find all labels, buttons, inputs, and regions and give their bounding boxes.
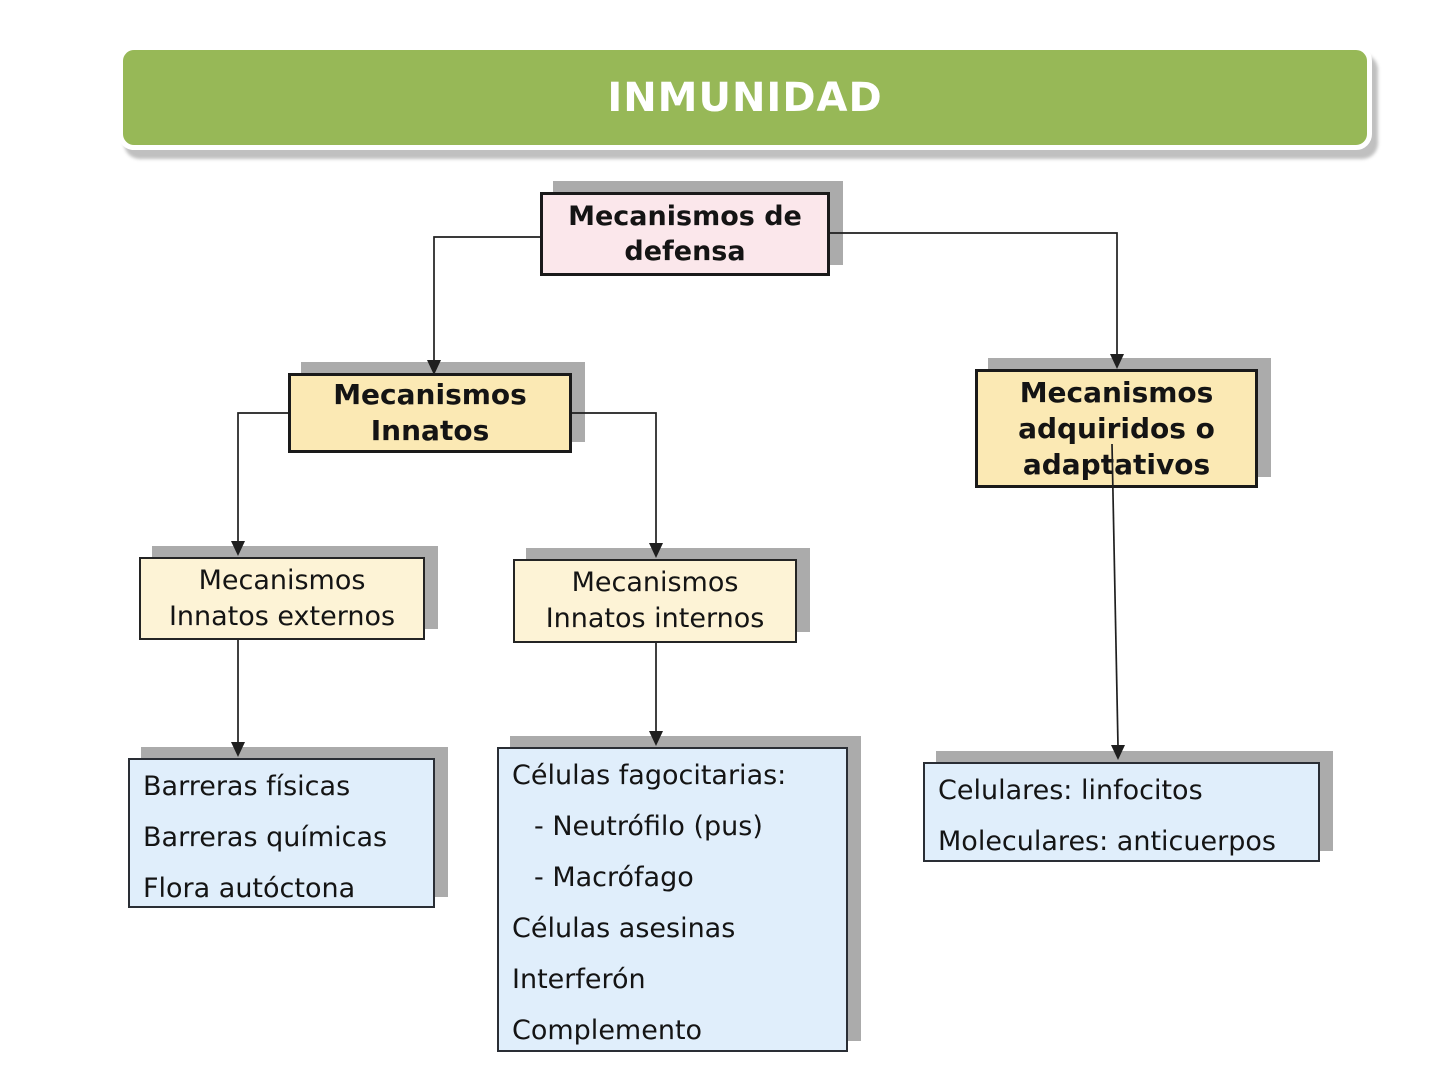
list-item: - Neutrófilo (pus) (534, 811, 763, 842)
connector-innatos-to-externos (237, 412, 288, 542)
list-item: Celulares: linfocitos (938, 775, 1203, 806)
node-label-line: Mecanismos (571, 567, 739, 598)
node-label-line: Innatos externos (168, 600, 396, 632)
node-innatos-externos: Mecanismos Innatos externos (139, 557, 425, 640)
connector-adaptativos-to-list (1111, 443, 1119, 747)
arrowhead-barreras-list (231, 742, 245, 757)
title-banner: INMUNIDAD (118, 45, 1372, 150)
node-label-line: Innatos (370, 414, 490, 447)
connector-innatos-to-internos (572, 412, 657, 544)
node-label-line: adquiridos o (1018, 411, 1215, 445)
node-mecanismos-defensa: Mecanismos de defensa (540, 192, 830, 276)
arrowhead-adaptativos (1110, 354, 1124, 369)
list-item: Barreras químicas (143, 822, 388, 853)
list-item: - Macrófago (534, 862, 694, 893)
connector-root-to-adaptativos (830, 232, 1118, 355)
node-label-line: Mecanismos (333, 378, 527, 411)
list-item: Moleculares: anticuerpos (938, 826, 1276, 857)
list-item: Flora autóctona (143, 873, 356, 904)
node-innatos-internos: Mecanismos Innatos internos (513, 559, 797, 643)
node-label-line: Mecanismos (198, 564, 366, 596)
list-item: Complemento (512, 1015, 703, 1046)
node-mecanismos-innatos: Mecanismos Innatos (288, 373, 572, 453)
connector-root-to-innatos (433, 236, 540, 361)
list-item: Interferón (512, 964, 646, 995)
node-label-line: Mecanismos de (568, 201, 802, 232)
arrowhead-externos (231, 541, 245, 556)
node-label-line: Mecanismos (1019, 375, 1214, 409)
slide-title: INMUNIDAD (607, 74, 883, 121)
node-label-line: adaptativos (1022, 447, 1211, 481)
node-adaptativos-list: Celulares: linfocitos Moleculares: antic… (923, 762, 1320, 862)
node-label-line: Innatos internos (545, 603, 765, 634)
node-barreras-list: Barreras físicas Barreras químicas Flora… (128, 758, 435, 908)
arrowhead-celulas-list (649, 731, 663, 746)
list-item: Células fagocitarias: (512, 760, 787, 791)
node-mecanismos-adaptativos: Mecanismos adquiridos o adaptativos (975, 369, 1258, 488)
arrowhead-internos (649, 543, 663, 558)
arrowhead-adaptativos-list (1111, 745, 1125, 760)
node-celulas-list: Células fagocitarias: - Neutrófilo (pus)… (497, 747, 848, 1052)
list-item: Células asesinas (512, 913, 736, 944)
node-label-line: defensa (624, 236, 746, 267)
list-item: Barreras físicas (143, 771, 351, 802)
